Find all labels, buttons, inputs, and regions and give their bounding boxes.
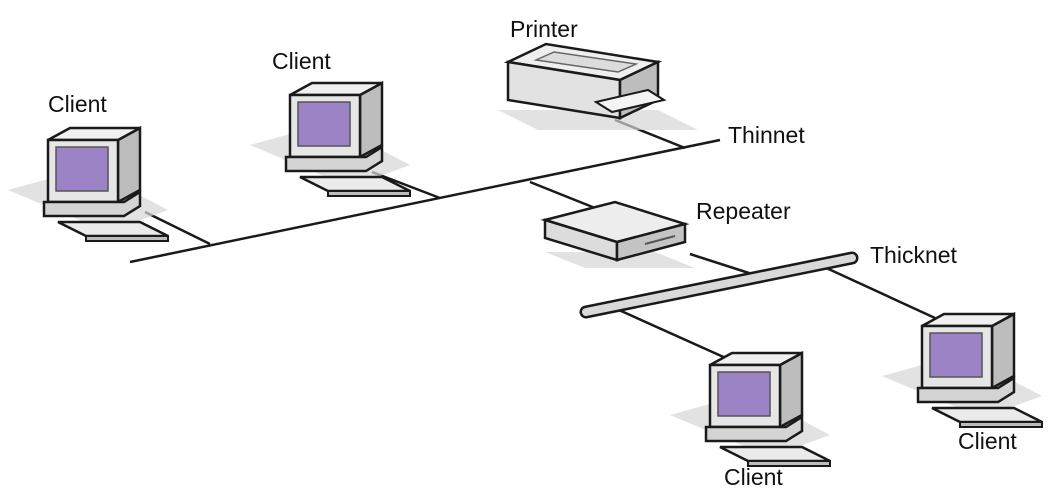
client-4-icon <box>880 312 1044 429</box>
thinnet-to-repeater-cable <box>529 180 601 212</box>
thinnet-cable <box>129 138 721 264</box>
repeater-icon <box>540 200 695 268</box>
client-4-label: Client <box>958 428 1017 454</box>
printer-icon <box>498 42 698 130</box>
printer-label: Printer <box>510 16 578 42</box>
network-cables <box>129 118 936 370</box>
client-1-label: Client <box>48 91 107 117</box>
client-1-drop-cable <box>144 210 211 246</box>
thicknet-cable <box>579 251 859 319</box>
client-3-icon <box>668 351 832 468</box>
client-3-label: Client <box>724 464 783 490</box>
client-2-label: Client <box>272 48 331 74</box>
client-1-icon <box>6 126 170 243</box>
client-2-icon <box>248 81 412 198</box>
client-4-drop-cable <box>821 264 936 320</box>
thinnet-label: Thinnet <box>728 122 805 148</box>
thicknet-label: Thicknet <box>870 242 957 268</box>
repeater-label: Repeater <box>696 198 791 224</box>
repeater-to-thicknet-cable <box>689 252 753 276</box>
